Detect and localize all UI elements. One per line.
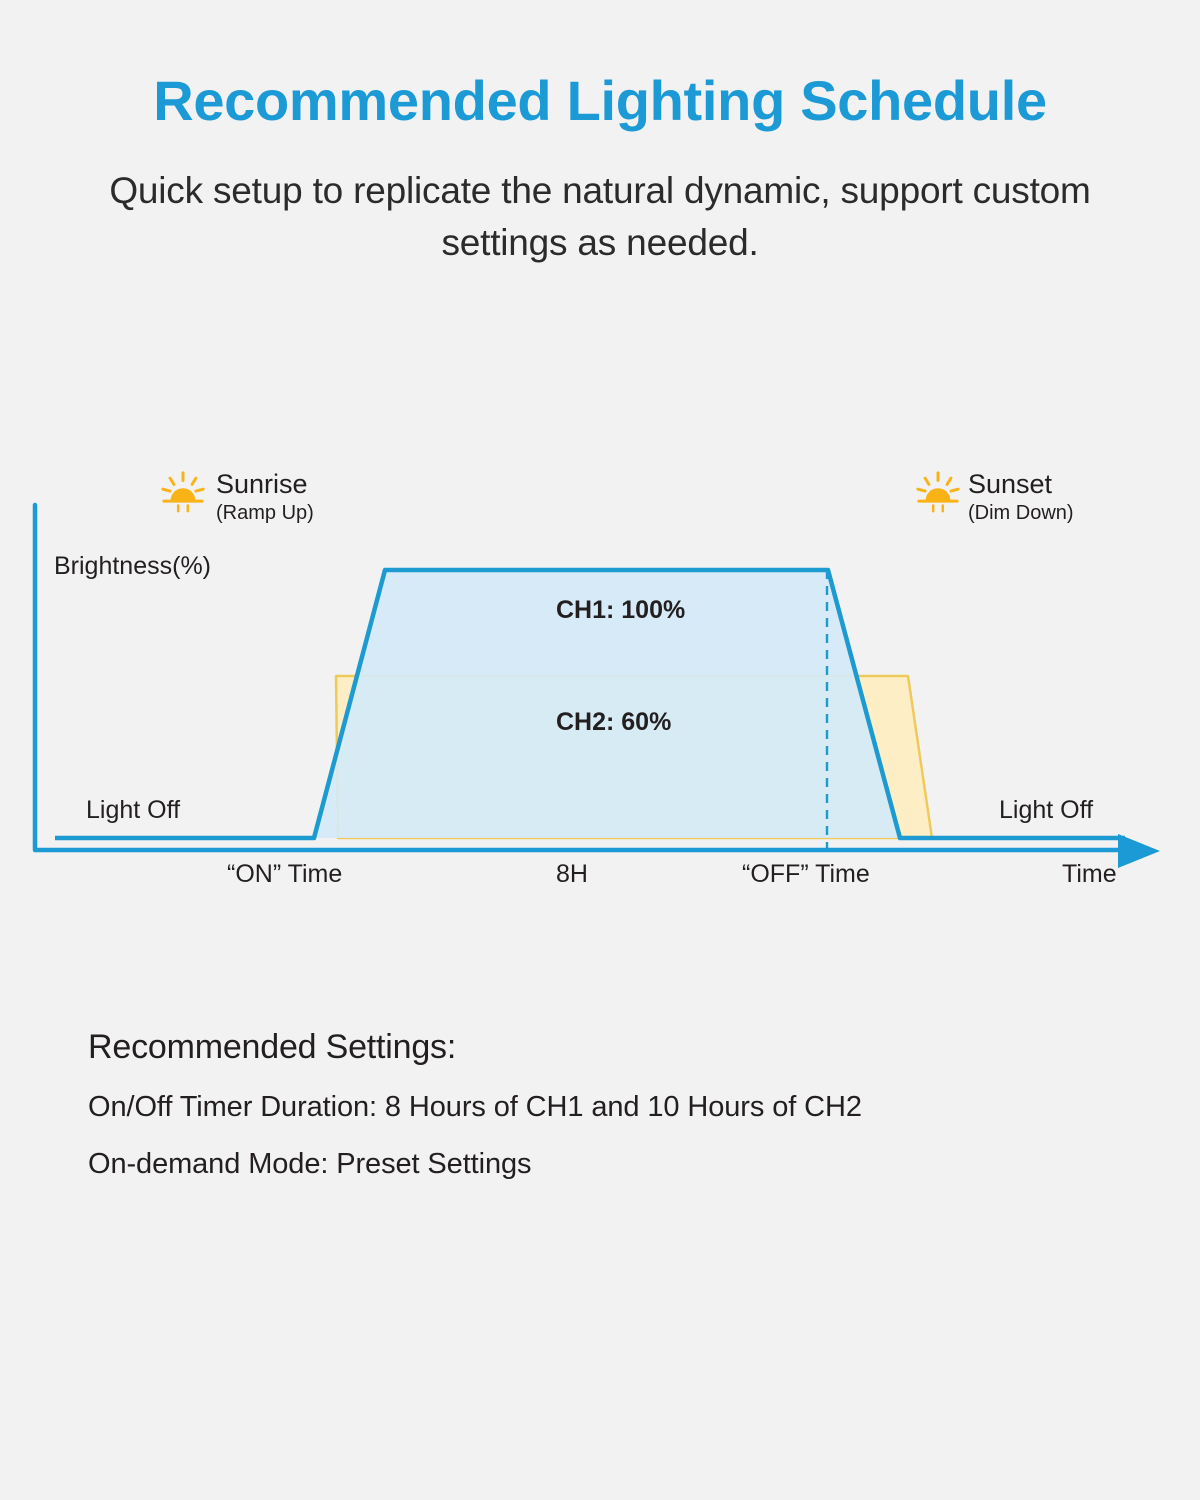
sunset-icon — [915, 470, 961, 516]
sunrise-label: Sunrise (Ramp Up) — [216, 470, 314, 525]
header: Recommended Lighting Schedule Quick setu… — [0, 69, 1200, 270]
chart-plot-area — [32, 502, 1160, 868]
x-axis-arrow-icon — [1118, 834, 1160, 868]
y-axis-label: Brightness(%) — [54, 552, 211, 580]
settings-line-timer-duration: On/Off Timer Duration: 8 Hours of CH1 an… — [88, 1091, 862, 1123]
ch1-area-shape — [314, 570, 900, 838]
page-subtitle: Quick setup to replicate the natural dyn… — [109, 169, 1091, 264]
light-off-right-label: Light Off — [999, 796, 1094, 824]
x-axis-label: Time — [1062, 860, 1117, 888]
lighting-schedule-chart: Sunrise (Ramp Up) — [0, 470, 1200, 910]
ch2-value-label: CH2: 60% — [556, 708, 672, 736]
ch1-brightness-curve — [55, 567, 1125, 841]
sunrise-icon — [160, 470, 206, 516]
page-title: Recommended Lighting Schedule — [153, 69, 1047, 132]
sunset-label: Sunset (Dim Down) — [968, 470, 1074, 525]
ch1-value-label: CH1: 100% — [556, 596, 686, 624]
settings-heading: Recommended Settings: — [88, 1028, 457, 1066]
recommended-settings-section: Recommended Settings: On/Off Timer Durat… — [88, 1028, 1108, 1179]
x-tick-duration: 8H — [556, 860, 588, 888]
sunrise-subtitle: (Ramp Up) — [216, 502, 314, 525]
settings-line-on-demand-mode: On-demand Mode: Preset Settings — [88, 1148, 532, 1180]
x-tick-on-time: “ON” Time — [227, 860, 343, 888]
light-off-left-label: Light Off — [86, 796, 181, 824]
sunrise-title: Sunrise — [216, 469, 308, 499]
sunset-title: Sunset — [968, 469, 1053, 499]
x-tick-off-time: “OFF” Time — [742, 860, 870, 888]
sunset-subtitle: (Dim Down) — [968, 502, 1074, 525]
